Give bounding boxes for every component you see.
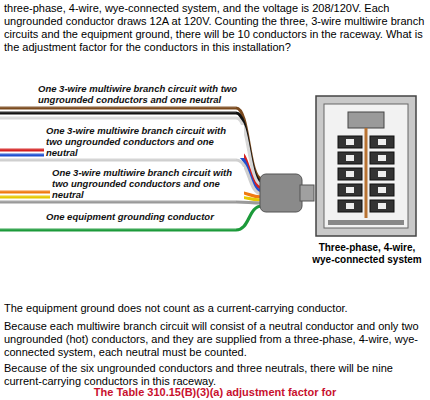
wire-label: One equipment grounding conductor bbox=[44, 211, 244, 222]
panel-part bbox=[316, 96, 416, 236]
wire-label: One 3-wire multiwire branch circuit with… bbox=[44, 125, 244, 158]
wire-highlight bbox=[0, 159, 236, 160]
panelboard: Three-phase, 4-wire, wye-connected syste… bbox=[308, 92, 426, 266]
panel-part bbox=[338, 184, 362, 196]
panel-part bbox=[378, 155, 386, 161]
wire-highlight bbox=[0, 117, 236, 118]
wire-highlight bbox=[0, 201, 236, 202]
panel-part bbox=[370, 152, 394, 164]
cable-sheath bbox=[260, 174, 302, 212]
panel-part bbox=[370, 184, 394, 196]
panel-part bbox=[338, 136, 362, 148]
explanation-text: The Table 310.15(B)(3)(a) adjustment fac… bbox=[4, 386, 426, 399]
connector-fitting bbox=[300, 185, 314, 201]
panel-part bbox=[346, 187, 354, 193]
wire-label: One 3-wire multiwire branch circuit with… bbox=[50, 167, 244, 200]
panel-part bbox=[338, 168, 362, 180]
panel-part bbox=[346, 171, 354, 177]
wire-highlight bbox=[0, 229, 236, 230]
panel-part bbox=[378, 187, 386, 193]
explanation-text: The equipment ground does not count as a… bbox=[4, 302, 426, 315]
panel-part bbox=[328, 220, 404, 225]
panel-part bbox=[346, 155, 354, 161]
panel-caption: Three-phase, 4-wire, wye-connected syste… bbox=[308, 242, 426, 266]
panel-part bbox=[346, 203, 354, 209]
panel-part bbox=[365, 128, 368, 218]
wire-highlight bbox=[0, 107, 236, 108]
panel-part bbox=[338, 152, 362, 164]
panel-part bbox=[348, 112, 384, 128]
conductor-wires bbox=[0, 107, 262, 230]
explanation-text: Because each multiwire branch circuit wi… bbox=[4, 320, 426, 359]
panel-part bbox=[378, 139, 386, 145]
question-text: three-phase, 4-wire, wye-connected syste… bbox=[4, 2, 426, 54]
wire-label: One 3-wire multiwire branch circuit with… bbox=[36, 83, 240, 105]
panel-part bbox=[370, 136, 394, 148]
panel-part bbox=[324, 104, 408, 228]
wire bbox=[0, 202, 262, 203]
panel-part bbox=[338, 200, 362, 212]
explanation-text: Because of the six ungrounded conductors… bbox=[4, 362, 426, 388]
panel-drawing bbox=[308, 92, 426, 242]
panel-part bbox=[346, 139, 354, 145]
panel-part bbox=[370, 200, 394, 212]
panel-part bbox=[370, 168, 394, 180]
panel-part bbox=[378, 203, 386, 209]
wire-highlight bbox=[0, 112, 236, 113]
panel-part bbox=[378, 171, 386, 177]
wire bbox=[0, 206, 262, 230]
